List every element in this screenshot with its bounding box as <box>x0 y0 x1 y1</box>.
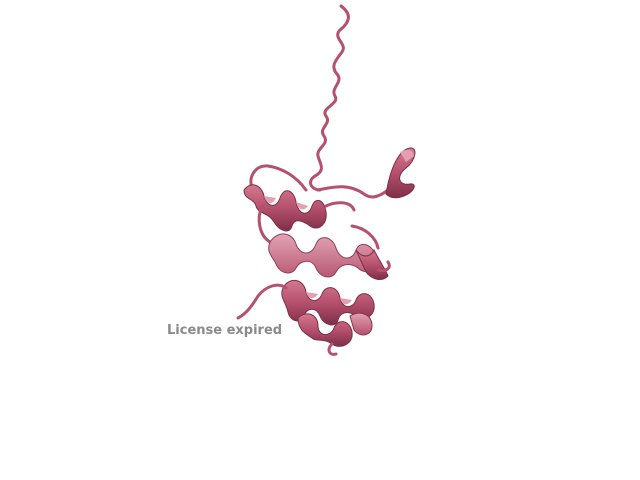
coil-n-terminus <box>309 4 350 192</box>
coil-right-tail <box>376 260 391 272</box>
coil-bottom <box>327 342 338 356</box>
license-expired-watermark: License expired <box>167 323 283 338</box>
coil-connector-3 <box>350 224 380 250</box>
helix-right-turn <box>385 147 416 199</box>
coil-c-terminus <box>236 283 288 320</box>
coil-connector-1 <box>257 204 272 244</box>
helix-4 <box>297 312 373 347</box>
coil-connector-2 <box>324 201 356 212</box>
coil-right-loop <box>316 185 390 199</box>
helix-1 <box>243 184 327 232</box>
coil-left-loop <box>249 164 308 192</box>
helix-2 <box>268 233 389 280</box>
